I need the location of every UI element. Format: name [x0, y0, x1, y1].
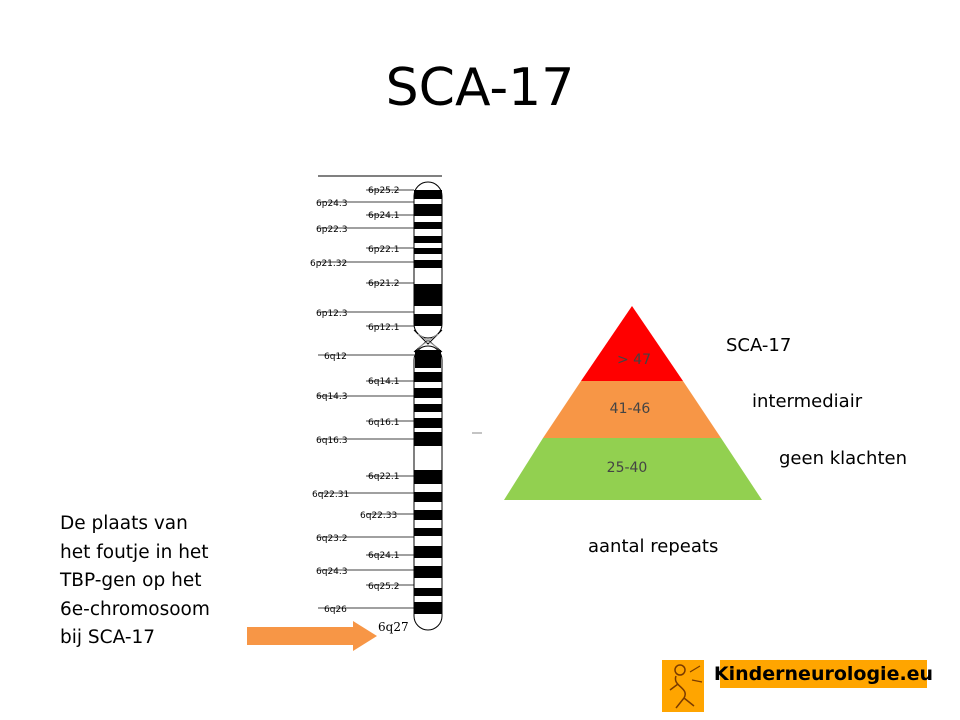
logo-banner: Kinderneurologie.eu: [714, 660, 933, 688]
q-arm-bands: [414, 350, 442, 614]
band-label: 6q22.33: [360, 511, 397, 521]
band-label: 6q16.3: [316, 436, 347, 446]
band-label: 6q16.1: [368, 418, 399, 428]
band-label: 6p12.3: [316, 309, 347, 319]
band-label: 6p22.1: [368, 245, 399, 255]
band-label: 6p24.3: [316, 199, 347, 209]
q-arm: [413, 345, 443, 631]
chromosome-ideogram: 6p25.2 6p24.3 6p24.1 6p22.3 6p22.1 6p21.…: [310, 175, 443, 634]
description-line: TBP-gen op het: [60, 570, 202, 591]
tier-label-intermediair: intermediair: [752, 391, 863, 412]
slide-title: SCA-17: [385, 58, 575, 118]
band-label: 6q26: [324, 605, 347, 615]
logo-text: Kinderneurologie.eu: [713, 663, 934, 685]
band-label: 6q22.31: [312, 490, 349, 500]
description-line: De plaats van: [60, 513, 188, 534]
tier-range-label: 25-40: [607, 460, 648, 476]
description-line: 6e-chromosoom: [60, 598, 210, 620]
tier-range-label: 41-46: [610, 401, 651, 417]
tier-label-sca17: SCA-17: [726, 335, 792, 356]
band-label: 6p21.2: [368, 279, 399, 289]
band-labels: 6p25.2 6p24.3 6p24.1 6p22.3 6p22.1 6p21.…: [310, 186, 399, 615]
tier-intermediair: [543, 381, 721, 438]
band-label: 6q14.3: [316, 392, 347, 402]
band-label: 6q25.2: [368, 582, 399, 592]
band-label: 6q14.1: [368, 377, 399, 387]
band-label: 6p21.32: [310, 259, 347, 269]
band-leader-lines: [318, 189, 414, 609]
band-label: 6q23.2: [316, 534, 347, 544]
arrow-icon: [247, 621, 377, 651]
band-label: 6q24.3: [316, 567, 347, 577]
band-label: 6q24.1: [368, 551, 399, 561]
band-label: 6p22.3: [316, 225, 347, 235]
band-label: 6p24.1: [368, 211, 399, 221]
p-arm-bands: [414, 190, 442, 326]
band-label: 6p12.1: [368, 323, 399, 333]
tier-label-geen-klachten: geen klachten: [779, 448, 908, 469]
description-text: De plaats van het foutje in het TBP-gen …: [60, 510, 260, 653]
locus-label: 6q27: [378, 620, 409, 634]
pyramid-caption: aantal repeats: [588, 536, 719, 557]
tier-sca17: [581, 306, 683, 381]
band-label: 6q12: [324, 352, 347, 362]
tier-range-label: > 47: [617, 352, 651, 368]
band-label: 6p25.2: [368, 186, 399, 196]
description-line: bij SCA-17: [60, 627, 156, 648]
description-line: het foutje in het: [60, 541, 209, 563]
repeat-pyramid: > 47 41-46 25-40: [504, 306, 762, 500]
band-label: 6q22.1: [368, 472, 399, 482]
centromere: [413, 329, 443, 353]
tier-geen-klachten: [504, 438, 762, 500]
